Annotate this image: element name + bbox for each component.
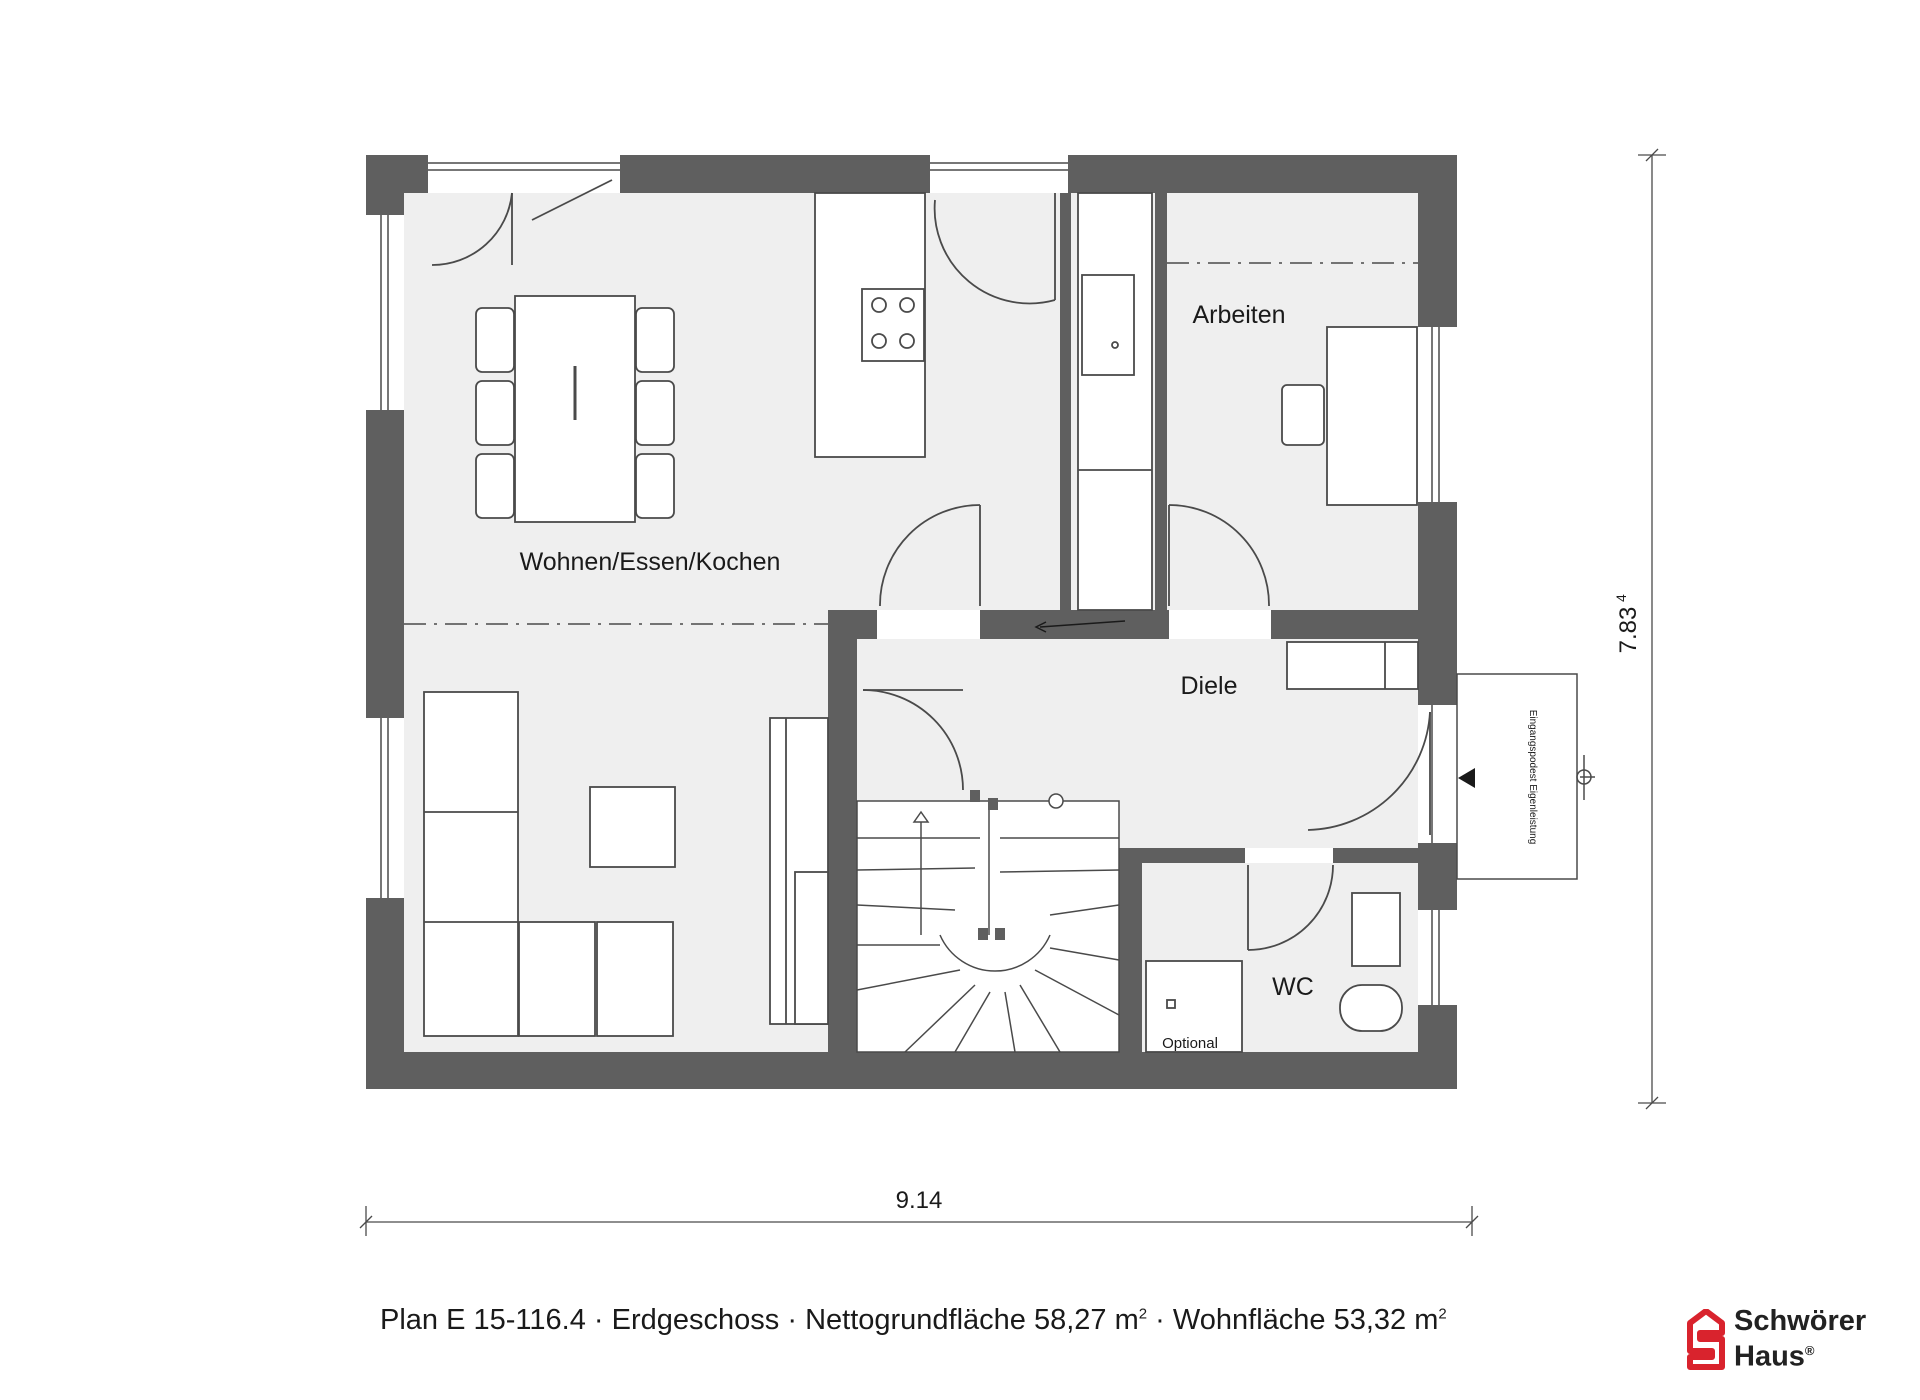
desk-chair <box>1281 384 1325 446</box>
caption-living-area: Wohnfläche 53,32 m <box>1172 1304 1439 1336</box>
logo-line1: Schwörer <box>1734 1305 1867 1337</box>
furniture <box>423 192 1419 1053</box>
room-label-wohnen: Wohnen/Essen/Kochen <box>520 548 781 576</box>
room-label-optional: Optional <box>1162 1035 1218 1052</box>
caption-floor: Erdgeschoss <box>611 1304 780 1336</box>
dimension-depth <box>1638 148 1666 1110</box>
entrance-arrow-icon <box>1458 768 1475 788</box>
toilet-icon <box>1339 984 1403 1032</box>
plan-caption: Plan E 15-116.4 · Erdgeschoss · Nettogru… <box>380 1304 1447 1336</box>
house-logo-icon <box>1687 1309 1725 1370</box>
dimension-depth-sup: 4 <box>1613 594 1629 602</box>
room-label-arbeiten: Arbeiten <box>1192 301 1285 329</box>
window-panes <box>380 162 1440 1005</box>
diele-cabinet <box>1286 641 1419 690</box>
dimension-width <box>359 1206 1479 1236</box>
cooktop-icon <box>861 288 925 362</box>
schwoerer-haus-logo: Schwörer Haus® <box>1684 1305 1894 1375</box>
shower-optional <box>1145 960 1243 1053</box>
room-label-diele: Diele <box>1181 672 1238 700</box>
wall-openings <box>366 155 1457 1005</box>
washbasin-icon <box>1351 892 1401 967</box>
sofa <box>423 691 519 1037</box>
logo-line2: Haus <box>1734 1340 1805 1373</box>
desk <box>1326 326 1418 506</box>
caption-plan: Plan E 15-116.4 <box>380 1304 586 1336</box>
coffee-table <box>589 786 676 868</box>
staircase <box>856 790 1120 1053</box>
dimension-depth-label: 7.83 <box>1615 607 1642 654</box>
dimension-width-label: 9.14 <box>896 1187 943 1214</box>
room-label-wc: WC <box>1272 973 1314 1001</box>
caption-net-area: Nettogrundfläche 58,27 m <box>805 1304 1139 1336</box>
sink-icon <box>1081 274 1135 376</box>
entrance-podest <box>1456 673 1595 880</box>
kitchen-counter <box>1077 192 1153 611</box>
entrance-note: Eingangspodest Eigenleistung <box>1527 710 1538 845</box>
doors <box>431 179 1431 951</box>
move-arrow-icon <box>1034 620 1126 633</box>
